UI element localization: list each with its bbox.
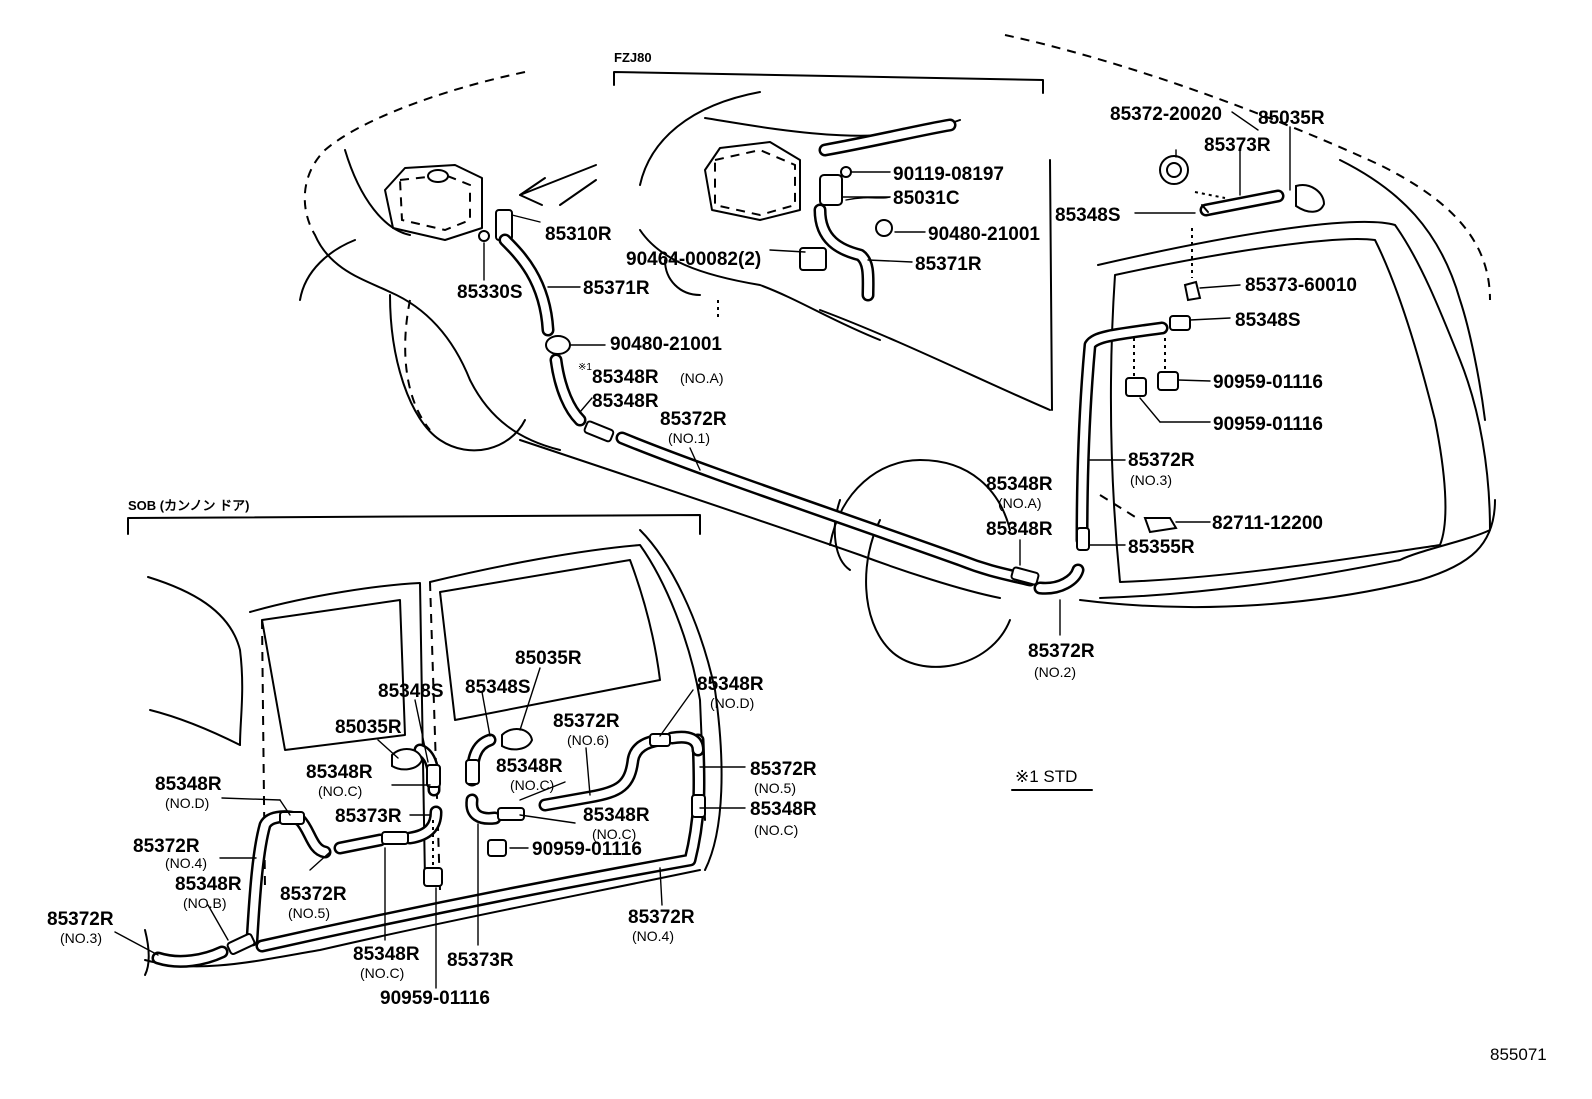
label-85355R: 85355R	[1128, 537, 1195, 558]
label-sob-90959-01116-b: 90959-01116	[532, 839, 642, 860]
label-no3-a: (NO.3)	[1130, 472, 1172, 488]
label-85348S-b: 85348S	[1235, 310, 1301, 331]
label-no5-l: (NO.5)	[288, 905, 330, 921]
label-85372R-no1: 85372R	[660, 409, 727, 430]
label-85348R-d: 85348R	[986, 519, 1053, 540]
label-no3-b: (NO.3)	[60, 930, 102, 946]
label-noC-d: (NO.C)	[360, 965, 404, 981]
label-sob-85372R-no4-l: 85372R	[133, 836, 200, 857]
label-90464-00082: 90464-00082(2)	[626, 249, 761, 270]
label-85310R: 85310R	[545, 224, 612, 245]
labels-sob: 85035R 85348S 85348S 85035R 85372R (NO.6…	[47, 648, 817, 1009]
label-no5-r: (NO.5)	[754, 780, 796, 796]
label-85348S-a: 85348S	[1055, 205, 1121, 226]
label-sob-85348S-b: 85348S	[378, 681, 444, 702]
label-sob-85035R-b: 85035R	[335, 717, 402, 738]
label-90480-21001-b: 90480-21001	[928, 224, 1040, 245]
main-hose-run	[498, 155, 1326, 595]
label-82711-12200: 82711-12200	[1212, 513, 1323, 534]
label-sob-85373R-a: 85373R	[335, 806, 402, 827]
std-note: ※1 STD	[1015, 767, 1077, 786]
label-85330S: 85330S	[457, 282, 523, 303]
label-sob-85348R-noC-b: 85348R	[583, 805, 650, 826]
label-no1: (NO.1)	[668, 430, 710, 446]
label-no6: (NO.6)	[567, 732, 609, 748]
label-sob-85348R-noD-r: 85348R	[697, 674, 764, 695]
leader-lines	[114, 111, 1291, 989]
diagram-reference-number: 855071	[1490, 1045, 1547, 1064]
label-85372R-no2: 85372R	[1028, 641, 1095, 662]
label-sob-85348R-noC-d: 85348R	[353, 944, 420, 965]
fz180-inset: FZJ80	[613, 50, 1053, 411]
labels-main: 85310R 85330S 85371R 90480-21001 ※1 8534…	[457, 104, 1357, 791]
label-90959-01116-b: 90959-01116	[1213, 414, 1323, 435]
label-sob-85372R-no6: 85372R	[553, 711, 620, 732]
label-noC-r: (NO.C)	[754, 822, 798, 838]
label-noA-2: (NO.A)	[998, 495, 1042, 511]
label-85372R-no3: 85372R	[1128, 450, 1195, 471]
label-sob-85373R-b: 85373R	[447, 950, 514, 971]
label-noC-b: (NO.C)	[592, 826, 636, 842]
label-sob-85348R-noD-l: 85348R	[155, 774, 222, 795]
label-85348R-noA: 85348R	[592, 367, 659, 388]
vehicle-outline-main	[299, 34, 1496, 668]
label-85373-60010: 85373-60010	[1245, 275, 1357, 296]
sob-inset: SOB (カンノン ドア)	[127, 498, 723, 976]
label-90959-01116-a: 90959-01116	[1213, 372, 1323, 393]
label-85373R-a: 85373R	[1204, 135, 1271, 156]
label-sob-85372R-no5-r: 85372R	[750, 759, 817, 780]
sob-label: SOB (カンノン ドア)	[128, 498, 249, 513]
fz180-label: FZJ80	[614, 50, 652, 65]
label-85348R-b: 85348R	[592, 391, 659, 412]
label-85372-20020: 85372-20020	[1110, 104, 1222, 125]
mark-x1: ※1	[578, 362, 592, 373]
label-noC-c: (NO.C)	[318, 783, 362, 799]
label-no4-r: (NO.4)	[632, 928, 674, 944]
label-sob-85348R-noC-c: 85348R	[306, 762, 373, 783]
label-sob-90959-01116: 90959-01116	[380, 988, 490, 1009]
label-sob-85348R-noB: 85348R	[175, 874, 242, 895]
washer-reservoir	[384, 164, 597, 242]
label-sob-85372R-no5-l: 85372R	[280, 884, 347, 905]
label-90119-08197: 90119-08197	[893, 164, 1004, 185]
label-noC-a: (NO.C)	[510, 777, 554, 793]
label-85031C: 85031C	[893, 188, 960, 209]
label-85035R-a: 85035R	[1258, 108, 1325, 129]
label-noB: (NO.B)	[183, 895, 227, 911]
label-sob-85348S-a: 85348S	[465, 677, 531, 698]
label-sob-85348R-noC-r: 85348R	[750, 799, 817, 820]
label-85371R-b: 85371R	[915, 254, 982, 275]
label-no2: (NO.2)	[1034, 664, 1076, 680]
label-no4-l: (NO.4)	[165, 855, 207, 871]
label-sob-85372R-no4-r: 85372R	[628, 907, 695, 928]
label-sob-85035R-a: 85035R	[515, 648, 582, 669]
label-90480-21001-a: 90480-21001	[610, 334, 722, 355]
label-85371R-a: 85371R	[583, 278, 650, 299]
label-sob-85348R-noC-a: 85348R	[496, 756, 563, 777]
label-noD-r: (NO.D)	[710, 695, 754, 711]
label-sob-85372R-no3: 85372R	[47, 909, 114, 930]
label-noD-l: (NO.D)	[165, 795, 209, 811]
label-85348R-c: 85348R	[986, 474, 1053, 495]
label-noA-1: (NO.A)	[680, 370, 724, 386]
